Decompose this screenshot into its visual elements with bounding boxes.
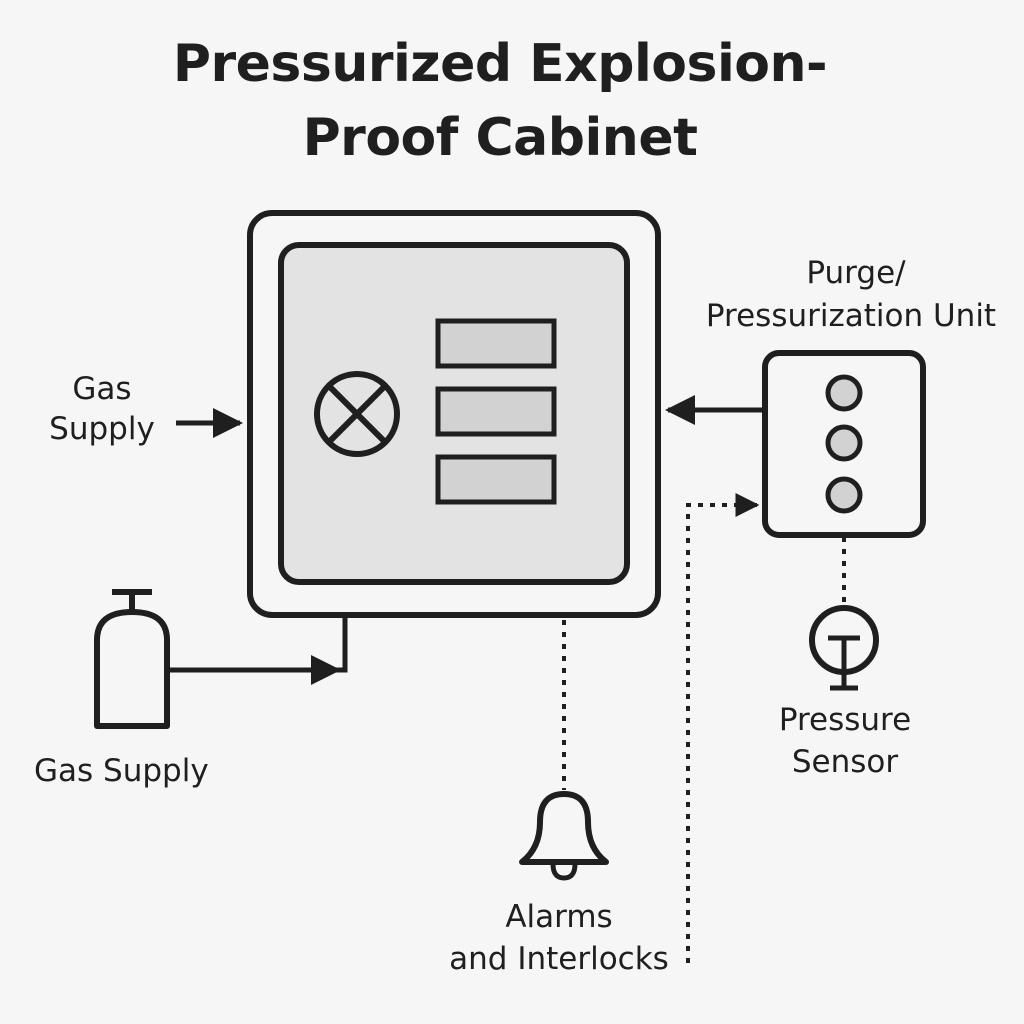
pressure-sensor-label: Pressure Sensor — [760, 705, 930, 778]
cabinet — [247, 210, 661, 618]
pressure-sensor-label-line-1: Pressure — [778, 702, 912, 738]
gas-supply-label-top-line-2: Supply — [49, 411, 155, 447]
purge-unit-label: Purge/ Pressurization Unit — [690, 258, 1012, 332]
gas-cylinder-icon — [94, 589, 170, 729]
gas-cylinder-connection — [167, 615, 348, 673]
panel-slot-3 — [435, 454, 557, 505]
interlock-signal-line — [686, 503, 752, 963]
gas-supply-label-top-line-1: Gas — [72, 371, 132, 407]
pressure-sensor-label-line-2: Sensor — [791, 744, 899, 780]
alarms-label-line-1: Alarms — [505, 899, 613, 935]
diagram-title-line-2: Proof Cabinet — [302, 108, 698, 168]
alarms-label-line-2: and Interlocks — [449, 941, 669, 977]
indicator-light-3 — [825, 476, 863, 514]
panel-slot-2 — [435, 386, 557, 437]
purge-unit-label-line-1: Purge/ — [806, 255, 906, 291]
purge-unit — [762, 350, 926, 538]
bell-icon — [519, 791, 609, 881]
gauge-icon — [809, 605, 879, 691]
alarms-label: Alarms and Interlocks — [428, 902, 690, 975]
circle-x-icon — [314, 371, 400, 457]
purge-unit-label-line-2: Pressurization Unit — [705, 298, 997, 334]
gas-supply-label-bottom: Gas Supply — [34, 753, 209, 789]
indicator-light-1 — [825, 374, 863, 412]
gas-supply-label-top: Gas Supply — [40, 374, 164, 445]
panel-slot-1 — [435, 318, 557, 369]
diagram-title-line-1: Pressurized Explosion- — [172, 34, 828, 94]
indicator-light-2 — [825, 424, 863, 462]
